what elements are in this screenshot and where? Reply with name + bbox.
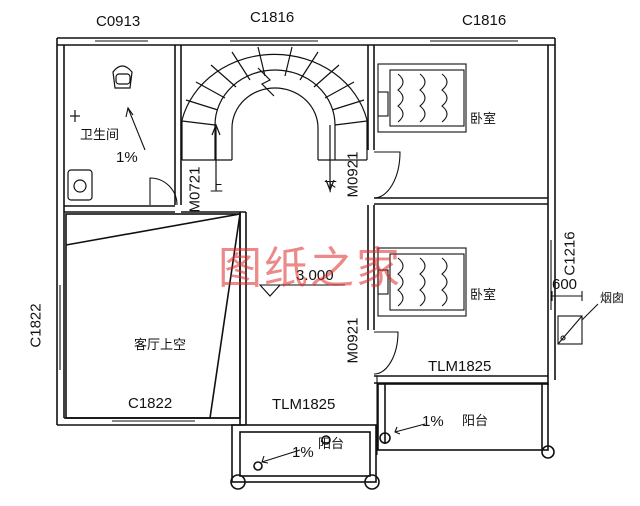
stair-up-label: 上 <box>210 179 224 194</box>
chimney-width-dimension: 600 <box>552 276 578 293</box>
window-marks <box>59 40 552 422</box>
door-code-stair-right: M0921 <box>344 151 362 198</box>
chimney-detail <box>551 291 599 345</box>
living-void-outline <box>65 213 241 419</box>
chimney-label: 烟囱 <box>600 291 625 305</box>
door-code-stair-left: M0721 <box>186 166 204 213</box>
slope-balcony-left: 1% <box>292 444 314 461</box>
room-bedroom-upper: 卧室 <box>470 111 497 126</box>
outer-walls <box>56 37 556 426</box>
bathroom-fixtures <box>67 65 133 201</box>
level-marker <box>258 284 345 297</box>
room-living-void: 客厅上空 <box>134 337 187 352</box>
window-code-right: C1216 <box>561 231 579 276</box>
window-code-top-center: C1816 <box>250 9 295 26</box>
room-balcony-right: 阳台 <box>462 413 489 428</box>
door-code-bedroom-lower: M0921 <box>344 317 362 364</box>
spiral-stair <box>181 46 368 192</box>
room-bedroom-lower: 卧室 <box>470 287 497 302</box>
slope-balcony-right: 1% <box>422 413 444 430</box>
room-bathroom: 卫生间 <box>80 127 120 142</box>
floor-level: 3.000 <box>296 267 334 284</box>
window-code-top-left: C0913 <box>96 13 141 30</box>
slope-bathroom: 1% <box>116 149 138 166</box>
window-code-left: C1822 <box>27 303 45 348</box>
slope-arrows <box>125 106 426 464</box>
stair-down-label: 下 <box>324 179 338 194</box>
door-code-sliding-right: TLM1825 <box>428 358 492 375</box>
room-balcony-left: 阳台 <box>318 436 345 451</box>
bed-lower <box>377 247 467 317</box>
watermark: 图纸之家 <box>218 243 402 294</box>
bed-upper <box>377 63 467 133</box>
window-code-living-bottom: C1822 <box>128 395 173 412</box>
door-code-sliding-left: TLM1825 <box>272 396 336 413</box>
window-code-top-right: C1816 <box>462 12 507 29</box>
balcony-railings <box>230 383 555 490</box>
door-swings <box>149 151 401 455</box>
